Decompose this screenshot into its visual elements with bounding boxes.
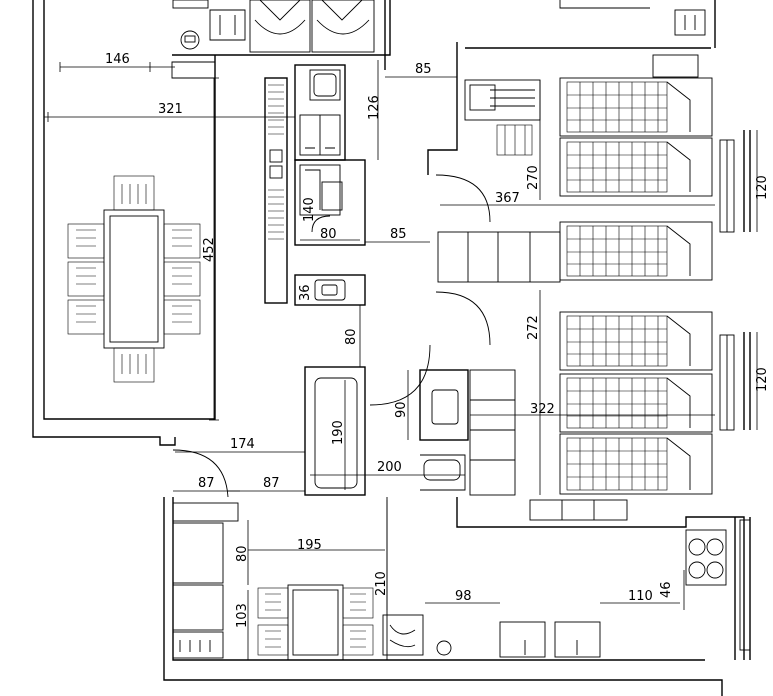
dimension-lines bbox=[44, 60, 758, 660]
dim-90: 90 bbox=[394, 401, 409, 418]
dim-98: 98 bbox=[455, 589, 472, 604]
dim-190: 190 bbox=[331, 420, 346, 445]
dim-195: 195 bbox=[297, 538, 322, 553]
top-left-fixtures bbox=[171, 0, 391, 79]
dim-87-b: 87 bbox=[263, 476, 280, 491]
dim-110: 110 bbox=[628, 589, 653, 604]
dim-272: 272 bbox=[526, 315, 541, 340]
dim-85-mid: 85 bbox=[390, 227, 407, 242]
dim-120-top: 120 bbox=[755, 175, 770, 200]
dim-87-a: 87 bbox=[198, 476, 215, 491]
dim-367: 367 bbox=[495, 191, 520, 206]
dim-322: 322 bbox=[530, 402, 555, 417]
dim-120-bottom: 120 bbox=[755, 367, 770, 392]
dim-85-top: 85 bbox=[415, 62, 432, 77]
dim-210: 210 bbox=[374, 571, 389, 596]
dim-80-corridor: 80 bbox=[344, 328, 359, 345]
dim-126: 126 bbox=[367, 95, 382, 120]
dim-321: 321 bbox=[158, 102, 183, 117]
kitchen bbox=[172, 449, 751, 661]
dining-table-left bbox=[67, 175, 201, 383]
dim-452: 452 bbox=[202, 237, 217, 262]
dim-103: 103 bbox=[235, 603, 250, 628]
dimension-labels: 146 321 452 85 126 140 80 85 36 80 270 3… bbox=[105, 52, 770, 628]
dim-80-kitchen: 80 bbox=[235, 545, 250, 562]
bath-center bbox=[304, 344, 469, 496]
dim-174: 174 bbox=[230, 437, 255, 452]
dim-146: 146 bbox=[105, 52, 130, 67]
dim-200: 200 bbox=[377, 460, 402, 475]
dim-46: 46 bbox=[659, 581, 674, 598]
middle-column bbox=[264, 0, 386, 306]
dim-270: 270 bbox=[526, 165, 541, 190]
bedroom-upper bbox=[435, 0, 735, 521]
dim-36: 36 bbox=[298, 284, 313, 301]
dim-140: 140 bbox=[302, 197, 317, 222]
dim-80-wc: 80 bbox=[320, 227, 337, 242]
